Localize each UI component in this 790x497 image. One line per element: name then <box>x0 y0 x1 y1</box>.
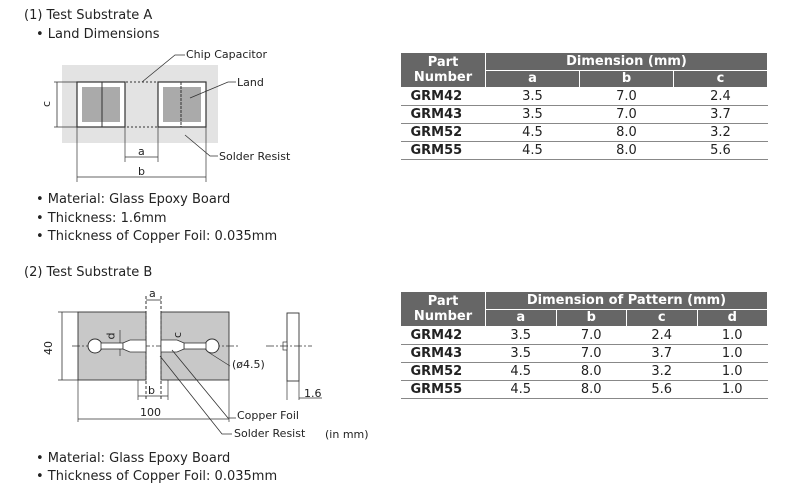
value-a: 4.5 <box>485 123 580 142</box>
part-number: GRM42 <box>400 326 486 345</box>
value-d: 1.0 <box>697 380 768 399</box>
table-b-pn-header: Part Number <box>400 291 486 327</box>
part-number: GRM43 <box>400 344 486 363</box>
table-b-group-header: Dimension of Pattern (mm) <box>485 291 768 310</box>
value-b: 7.0 <box>556 344 627 363</box>
value-b: 7.0 <box>556 326 627 345</box>
dim-d-label: d <box>104 332 118 340</box>
table-b-col-b: b <box>555 308 627 327</box>
table-a-pn-header: Part Number <box>400 52 486 88</box>
dimension-table-b: Part Number Dimension of Pattern (mm) a … <box>400 291 768 399</box>
section-a-subtitle: • Land Dimensions <box>36 27 160 42</box>
value-b: 7.0 <box>579 87 674 106</box>
hole-diameter-label: (ø4.5) <box>232 358 265 371</box>
value-c: 5.6 <box>626 380 697 399</box>
chip-capacitor-label: Chip Capacitor <box>186 48 268 61</box>
value-c: 3.2 <box>626 362 697 381</box>
dim-a-label-b: a <box>149 287 156 300</box>
value-c: 3.7 <box>673 105 768 124</box>
value-a: 3.5 <box>485 344 556 363</box>
value-c: 3.2 <box>673 123 768 142</box>
value-c: 3.7 <box>626 344 697 363</box>
value-a: 4.5 <box>485 141 580 160</box>
value-b: 8.0 <box>579 141 674 160</box>
solder-resist-label-a: Solder Resist <box>219 150 291 163</box>
dim-b-label: b <box>138 165 145 178</box>
table-b-col-a: a <box>485 308 557 327</box>
table-row: GRM55 4.5 8.0 5.6 1.0 <box>400 380 768 399</box>
bullet-copper-b: • Thickness of Copper Foil: 0.035mm <box>36 469 278 484</box>
dim-b-label-b: b <box>148 384 155 397</box>
part-number: GRM43 <box>400 105 486 124</box>
table-a-col-c: c <box>672 69 769 88</box>
value-a: 4.5 <box>485 380 556 399</box>
part-number: GRM52 <box>400 362 486 381</box>
value-d: 1.0 <box>697 326 768 345</box>
bullet-copper-a: • Thickness of Copper Foil: 0.035mm <box>36 229 278 244</box>
dim-c-label-b: c <box>171 331 185 339</box>
table-row: GRM52 4.5 8.0 3.2 <box>400 123 768 142</box>
table-a-col-a: a <box>485 69 580 88</box>
value-b: 8.0 <box>556 362 627 381</box>
value-a: 3.5 <box>485 105 580 124</box>
bullet-material-b: • Material: Glass Epoxy Board <box>36 451 231 466</box>
section-a-title: (1) Test Substrate A <box>24 8 153 23</box>
section-b-title: (2) Test Substrate B <box>24 265 153 280</box>
table-b-col-d: d <box>696 308 768 327</box>
value-d: 1.0 <box>697 344 768 363</box>
value-c: 2.4 <box>626 326 697 345</box>
table-row: GRM43 3.5 7.0 3.7 1.0 <box>400 344 768 363</box>
value-d: 1.0 <box>697 362 768 381</box>
table-b-col-c: c <box>626 308 698 327</box>
dimension-table-a: Part Number Dimension (mm) a b c GRM42 3… <box>400 52 769 160</box>
table-row: GRM42 3.5 7.0 2.4 <box>400 87 768 106</box>
solder-resist-label-b: Solder Resist <box>234 427 306 440</box>
table-row: GRM43 3.5 7.0 3.7 <box>400 105 768 124</box>
bullet-thickness-a: • Thickness: 1.6mm <box>36 211 167 226</box>
table-a-group-header: Dimension (mm) <box>485 52 768 71</box>
copper-foil-label: Copper Foil <box>237 409 299 422</box>
value-b: 7.0 <box>579 105 674 124</box>
part-number: GRM42 <box>400 87 486 106</box>
dim-100-label: 100 <box>140 406 161 419</box>
bullet-material-a: • Material: Glass Epoxy Board <box>36 192 231 207</box>
value-c: 5.6 <box>673 141 768 160</box>
table-a-col-b: b <box>578 69 674 88</box>
value-a: 3.5 <box>485 326 556 345</box>
thickness-label: 1.6 <box>304 387 322 400</box>
table-row: GRM42 3.5 7.0 2.4 1.0 <box>400 326 768 345</box>
table-row: GRM55 4.5 8.0 5.6 <box>400 141 768 160</box>
value-b: 8.0 <box>579 123 674 142</box>
dim-a-label: a <box>138 145 145 158</box>
table-row: GRM52 4.5 8.0 3.2 1.0 <box>400 362 768 381</box>
value-a: 4.5 <box>485 362 556 381</box>
part-number: GRM52 <box>400 123 486 142</box>
value-a: 3.5 <box>485 87 580 106</box>
part-number: GRM55 <box>400 141 486 160</box>
part-number: GRM55 <box>400 380 486 399</box>
dim-40-label: 40 <box>42 341 55 355</box>
unit-label: (in mm) <box>325 428 369 441</box>
land-label: Land <box>237 76 264 89</box>
value-b: 8.0 <box>556 380 627 399</box>
value-c: 2.4 <box>673 87 768 106</box>
